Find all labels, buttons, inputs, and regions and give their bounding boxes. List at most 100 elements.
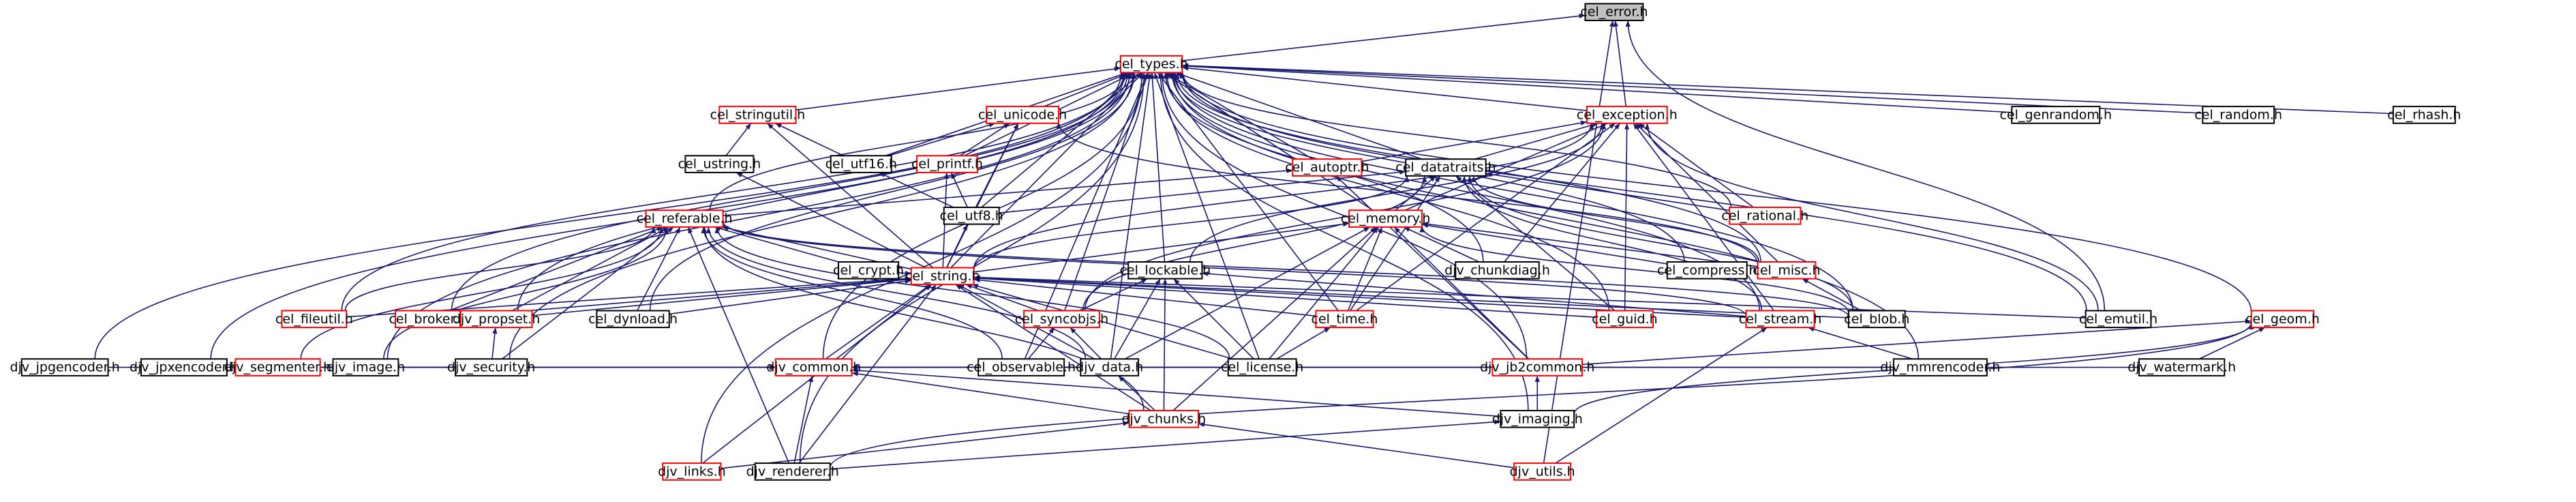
- node-box: [1584, 3, 1644, 21]
- node-cel-blob[interactable]: cel_blob.h: [1844, 310, 1909, 329]
- edge-cel-rhash-to-cel-types: [1182, 63, 2393, 115]
- node-label: cel_rhash.h: [2387, 107, 2461, 122]
- node-cel-printf[interactable]: cel_printf.h: [911, 155, 983, 173]
- node-box: [2202, 106, 2275, 124]
- edge-cel-utf16-to-cel-unicode: [888, 122, 996, 157]
- node-cel-string[interactable]: cel_string.h: [905, 267, 980, 286]
- node-label: djv_chunks.h: [1121, 411, 1206, 426]
- node-djv-jpxencoder[interactable]: djv_jpxencoder.h: [130, 358, 239, 376]
- node-cel-ustring[interactable]: cel_ustring.h: [678, 155, 761, 173]
- node-box: [1892, 358, 1988, 376]
- node-box: [837, 261, 900, 280]
- node-cel-license[interactable]: cel_license.h: [1221, 358, 1303, 376]
- node-djv-utils[interactable]: djv_utils.h: [1510, 462, 1575, 481]
- edge-cel-license-to-cel-types: [1153, 72, 1260, 359]
- node-cel-utf8[interactable]: cel_utf8.h: [940, 207, 1003, 225]
- node-cel-genrandom[interactable]: cel_genrandom.h: [2000, 106, 2112, 124]
- edge-djv-renderer-to-djv-imaging: [830, 419, 1501, 470]
- node-label: cel_string.h: [905, 269, 980, 284]
- edge-cel-syncobjs-to-cel-exception: [1084, 123, 1607, 311]
- node-box: [986, 106, 1060, 124]
- node-label: djv_jpxencoder.h: [130, 360, 239, 375]
- node-djv-watermark[interactable]: djv_watermark.h: [2127, 358, 2236, 376]
- edge-cel-license-to-cel-lockable: [1173, 278, 1254, 359]
- node-label: djv_renderer.h: [746, 464, 839, 479]
- node-cel-compress[interactable]: cel_compress.h: [1657, 261, 1757, 280]
- node-cel-crypt[interactable]: cel_crypt.h: [833, 261, 904, 280]
- node-cel-utf16[interactable]: cel_utf16.h: [825, 155, 897, 173]
- node-cel-guid[interactable]: cel_guid.h: [1592, 310, 1658, 329]
- node-cel-geom[interactable]: cel_geom.h: [2245, 310, 2320, 329]
- node-cel-fileutil[interactable]: cel_fileutil.h: [275, 310, 353, 329]
- node-djv-imaging[interactable]: djv_imaging.h: [1492, 409, 1583, 428]
- node-box: [916, 155, 978, 173]
- edge-djv-propset-to-cel-referable: [511, 226, 669, 312]
- node-djv-renderer[interactable]: djv_renderer.h: [746, 462, 839, 481]
- node-cel-referable[interactable]: cel_referable.h: [637, 209, 733, 228]
- node-cel-misc[interactable]: cel_misc.h: [1753, 261, 1821, 280]
- node-djv-data[interactable]: djv_data.h: [1076, 358, 1143, 376]
- node-cel-datatraits[interactable]: cel_datatraits.h: [1395, 158, 1496, 177]
- edge-cel-utf8-to-cel-datatraits: [999, 169, 1406, 214]
- node-label: cel_license.h: [1221, 360, 1303, 375]
- edge-djv-data-to-cel-syncobjs: [1070, 327, 1102, 359]
- node-djv-image[interactable]: djv_image.h: [327, 358, 405, 376]
- edge-djv-chunks-to-djv-data: [1118, 375, 1155, 411]
- node-djv-links[interactable]: djv_links.h: [658, 462, 726, 481]
- node-cel-memory[interactable]: cel_memory.h: [1341, 209, 1431, 228]
- edge-cel-utf16-to-cel-stringutil: [774, 123, 844, 157]
- edge-cel-blob-to-cel-misc: [1802, 278, 1862, 312]
- node-label: cel_broker.h: [389, 312, 466, 327]
- node-cel-stringutil[interactable]: cel_stringutil.h: [710, 106, 806, 124]
- node-label: cel_time.h: [1312, 312, 1378, 327]
- node-cel-observable[interactable]: cel_observable.h: [967, 358, 1076, 376]
- edge-djv-common-to-cel-string: [825, 284, 931, 359]
- node-cel-dynload[interactable]: cel_dynload.h: [588, 310, 678, 329]
- node-djv-propset[interactable]: djv_propset.h: [453, 310, 540, 329]
- node-cel-autoptr[interactable]: cel_autoptr.h: [1285, 158, 1369, 177]
- edge-djv-mmrencoder-to-cel-types: [1170, 72, 1920, 359]
- node-cel-random[interactable]: cel_random.h: [2194, 106, 2282, 124]
- node-djv-common[interactable]: djv_common.h: [766, 358, 861, 376]
- node-label: cel_utf8.h: [940, 208, 1003, 223]
- edge-cel-stream-to-cel-referable: [721, 222, 1747, 316]
- edge-djv-utils-to-cel-stream: [1555, 327, 1768, 464]
- node-cel-syncobjs[interactable]: cel_syncobjs.h: [1015, 310, 1109, 329]
- node-box: [1666, 261, 1748, 280]
- node-cel-rational[interactable]: cel_rational.h: [1721, 207, 1808, 225]
- node-label: cel_stringutil.h: [710, 107, 806, 122]
- node-djv-chunkdiag[interactable]: djv_chunkdiag.h: [1444, 261, 1550, 280]
- node-label: djv_chunkdiag.h: [1444, 263, 1550, 278]
- node-cel-unicode[interactable]: cel_unicode.h: [978, 106, 1067, 124]
- node-djv-segmenter[interactable]: djv_segmenter.h: [224, 358, 331, 376]
- node-cel-exception[interactable]: cel_exception.h: [1577, 106, 1678, 124]
- node-djv-chunks[interactable]: djv_chunks.h: [1121, 409, 1206, 428]
- edge-cel-observable-to-cel-syncobjs: [1027, 327, 1055, 359]
- edge-cel-license-to-cel-time: [1276, 327, 1331, 359]
- node-box: [596, 310, 670, 329]
- node-djv-jb2common[interactable]: djv_jb2common.h: [1480, 358, 1594, 376]
- node-djv-security[interactable]: djv_security.h: [447, 358, 535, 376]
- edge-djv-imaging-to-djv-common: [851, 368, 1501, 417]
- node-cel-lockable[interactable]: cel_lockable.h: [1119, 261, 1211, 280]
- node-box: [1513, 462, 1572, 481]
- node-label: djv_utils.h: [1510, 464, 1575, 479]
- node-cel-emutil[interactable]: cel_emutil.h: [2079, 310, 2157, 329]
- edge-cel-crypt-to-cel-referable: [714, 226, 839, 263]
- node-cel-error[interactable]: cel_error.h: [1580, 3, 1648, 21]
- edge-djv-data-to-cel-referable: [706, 226, 1087, 359]
- edge-cel-exception-to-cel-error: [1613, 20, 1627, 107]
- node-cel-time[interactable]: cel_time.h: [1312, 310, 1378, 329]
- node-box: [718, 106, 797, 124]
- edge-cel-string-to-cel-datatraits: [973, 175, 1410, 269]
- node-djv-jpgencoder[interactable]: djv_jpgencoder.h: [10, 358, 120, 376]
- node-djv-mmrencoder[interactable]: djv_mmrencoder.h: [1880, 358, 2000, 376]
- node-cel-stream[interactable]: cel_stream.h: [1739, 310, 1822, 329]
- node-cel-broker[interactable]: cel_broker.h: [389, 310, 467, 329]
- node-cel-types[interactable]: cel_types.h: [1115, 55, 1188, 74]
- node-label: cel_stream.h: [1739, 312, 1822, 327]
- node-label: djv_jpgencoder.h: [10, 360, 120, 375]
- edge-cel-observable-to-cel-referable: [701, 226, 1003, 359]
- node-cel-rhash[interactable]: cel_rhash.h: [2387, 106, 2461, 124]
- edge-djv-chunkdiag-to-cel-exception: [1504, 123, 1621, 263]
